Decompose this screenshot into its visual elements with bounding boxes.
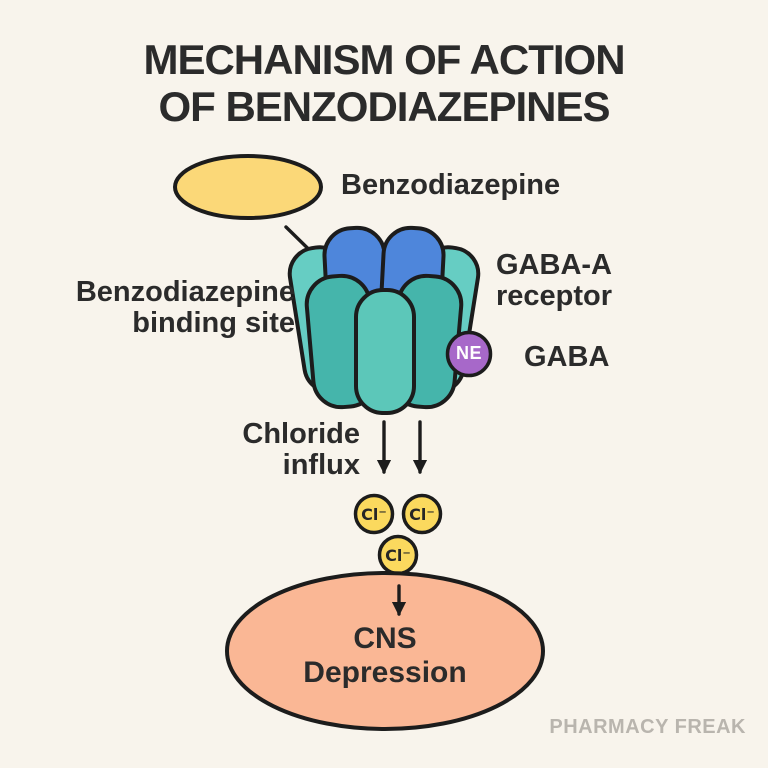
- gaba-badge-text: NE: [455, 343, 482, 363]
- chloride-ion-label: Cl⁻: [409, 505, 435, 524]
- watermark: PHARMACY FREAK: [549, 716, 746, 738]
- chloride-influx-label: Chloride influx: [242, 418, 360, 481]
- title-line-2: OF BENZODIAZEPINES: [158, 83, 610, 130]
- title-line-1: MECHANISM OF ACTION: [143, 36, 625, 83]
- cns-depression-shape: [225, 571, 545, 731]
- chloride-ion-circle: [353, 493, 395, 535]
- gaba-badge-circle: [445, 330, 493, 378]
- chloride-ion-circle: [401, 493, 443, 535]
- chloride-ion-label: Cl⁻: [361, 505, 387, 524]
- page-title: MECHANISM OF ACTION OF BENZODIAZEPINES: [0, 36, 768, 130]
- chloride-ion-label: Cl⁻: [385, 546, 411, 565]
- benzodiazepine-shape: [173, 154, 323, 220]
- benzodiazepine-label: Benzodiazepine: [341, 169, 561, 201]
- cns-depression-label: CNS Depression: [303, 622, 467, 689]
- binding-site-label: Benzodiazepine binding site: [75, 276, 295, 339]
- receptor-subunit-front-center: [354, 288, 416, 415]
- gaba-label: GABA: [524, 341, 610, 373]
- gaba-a-receptor-shape: [287, 225, 481, 415]
- gaba-a-receptor-label: GABA-A receptor: [496, 249, 613, 312]
